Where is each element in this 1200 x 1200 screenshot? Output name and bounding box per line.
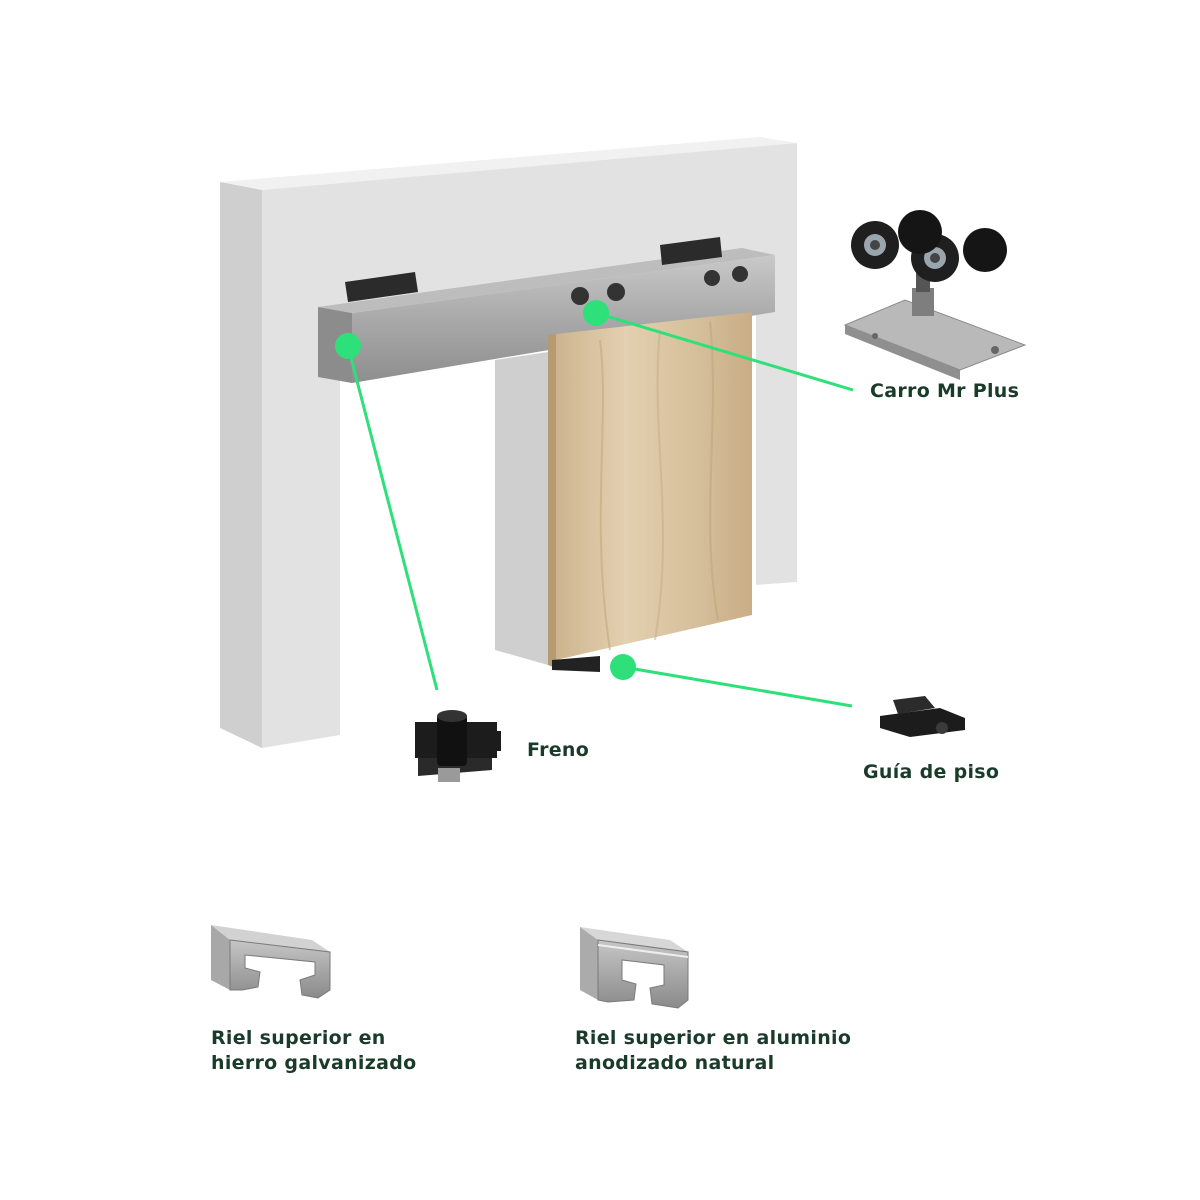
callout-dot-guia: [610, 654, 636, 680]
label-carro-mr-plus: Carro Mr Plus: [870, 380, 1020, 402]
rail-trolley-left: [571, 283, 625, 305]
callout-dot-freno: [335, 333, 361, 359]
label-aluminum-rail-line2: anodizado natural: [575, 1052, 775, 1074]
rail-front-face: [352, 255, 775, 383]
label-steel-rail-line2: hierro galvanizado: [211, 1052, 417, 1074]
rail-bracket-left: [345, 272, 418, 302]
label-guia-de-piso: Guía de piso: [863, 761, 1000, 783]
wall-left-side: [220, 182, 262, 748]
callout-line-freno: [346, 345, 439, 691]
callout-line-carro: [595, 311, 854, 392]
label-aluminum-rail: Riel superior en aluminio anodizado natu…: [575, 1026, 851, 1076]
label-steel-rail: Riel superior en hierro galvanizado: [211, 1026, 416, 1076]
door-panel: [548, 312, 752, 672]
top-rail: [318, 237, 775, 383]
brake-icon: [415, 710, 501, 782]
callout-dot-carro: [583, 300, 609, 326]
floor-guide-icon: [880, 696, 965, 737]
door-face: [556, 312, 752, 660]
trolley-icon: [843, 210, 1027, 380]
label-steel-rail-line1: Riel superior en: [211, 1027, 386, 1049]
rail-end-face: [318, 307, 352, 383]
label-aluminum-rail-line1: Riel superior en aluminio: [575, 1027, 852, 1049]
callout-line-guia: [622, 665, 853, 708]
steel-rail-icon: [211, 925, 331, 999]
label-freno: Freno: [527, 739, 590, 761]
door-edge: [548, 334, 556, 668]
rail-top-face: [318, 248, 775, 313]
floor-guide-under-door: [552, 656, 600, 672]
callouts: [335, 300, 854, 708]
opening-inner-wall: [495, 352, 548, 665]
wall-top-edge: [220, 137, 797, 190]
rail-bracket-right: [660, 237, 722, 265]
rail-trolley-right: [704, 266, 748, 286]
aluminum-rail-icon: [580, 927, 689, 1009]
